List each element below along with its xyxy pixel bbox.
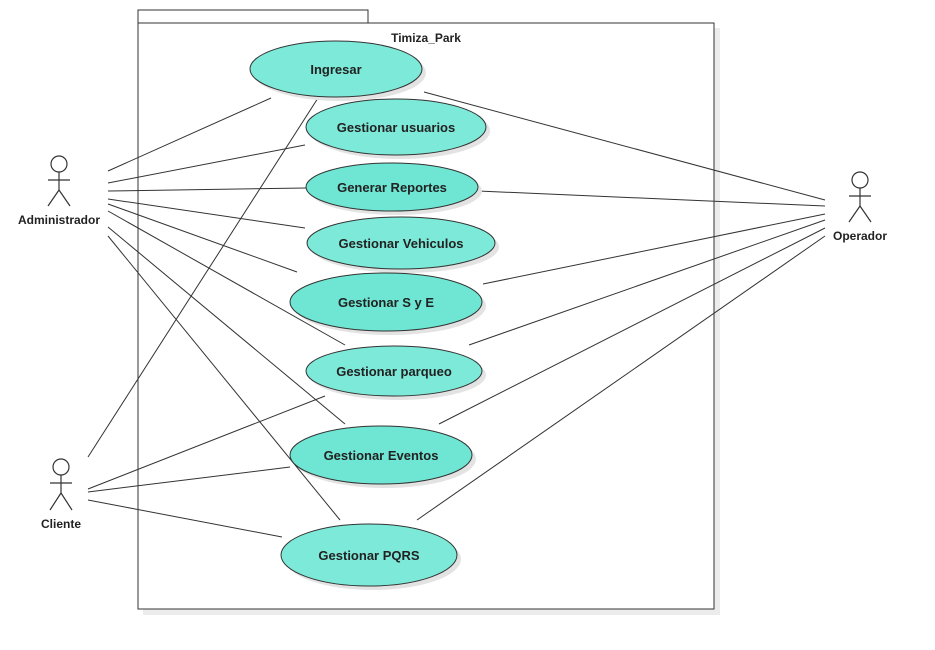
usecase-ellipse [305,345,483,397]
usecase-gestionar-vehiculos[interactable]: Gestionar Vehiculos [306,216,499,273]
association-admin-eventos [107,226,346,425]
actor-operador[interactable]: Operador [833,171,887,243]
usecase-ellipse [289,425,473,485]
usecase-label: Generar Reportes [337,180,447,195]
usecase-ellipse [289,272,483,332]
actor-label: Operador [833,229,887,243]
association-operador-parqueo [468,219,826,346]
association-admin-usuarios [107,144,306,184]
usecase-gestionar-eventos[interactable]: Gestionar Eventos [289,425,476,488]
stick-figure-icon [848,171,872,223]
system-title: Timiza_Park [391,31,461,45]
association-cliente-eventos [87,466,291,493]
actor-administrador[interactable]: Administrador [18,155,100,227]
usecase-generar-reportes[interactable]: Generar Reportes [305,162,482,215]
usecase-ingresar[interactable]: Ingresar [249,40,426,101]
association-admin-vehiculos [107,198,306,229]
usecase-label: Gestionar Eventos [324,448,439,463]
usecase-label: Gestionar Vehiculos [339,236,464,251]
usecase-ellipse [306,216,496,270]
association-admin-ingresar [107,97,272,172]
associations [87,91,826,538]
usecase-label: Ingresar [310,62,361,77]
usecase-label: Gestionar usuarios [337,120,455,135]
usecase-ellipse [280,523,458,587]
actor-label: Administrador [18,213,100,227]
association-cliente-pqrs [87,499,283,538]
association-operador-eventos [438,227,826,425]
actor-cliente[interactable]: Cliente [41,458,81,531]
usecase-ellipse [305,98,487,156]
association-cliente-ingresar [87,97,319,458]
association-operador-sye [482,213,826,285]
association-admin-parqueo [107,210,346,346]
usecase-gestionar-sye[interactable]: Gestionar S y E [289,272,486,335]
usecase-label: Gestionar parqueo [336,364,452,379]
association-operador-pqrs [416,235,826,521]
usecase-label: Gestionar PQRS [318,548,419,563]
usecase-gestionar-pqrs[interactable]: Gestionar PQRS [280,523,461,590]
association-operador-ingresar [423,91,826,201]
usecase-gestionar-usuarios[interactable]: Gestionar usuarios [305,98,490,159]
usecase-ellipse [305,162,479,212]
association-admin-pqrs [107,235,341,521]
system-tab [137,9,369,24]
stick-figure-icon [49,458,73,511]
association-cliente-parqueo [87,395,326,490]
stick-figure-icon [47,155,71,207]
actor-label: Cliente [41,517,81,531]
usecase-ellipse [249,40,423,98]
usecase-gestionar-parqueo[interactable]: Gestionar parqueo [305,345,486,400]
usecase-label: Gestionar S y E [338,295,434,310]
association-admin-reportes [107,187,307,192]
association-admin-sye [107,203,298,273]
association-operador-reportes [477,190,826,207]
